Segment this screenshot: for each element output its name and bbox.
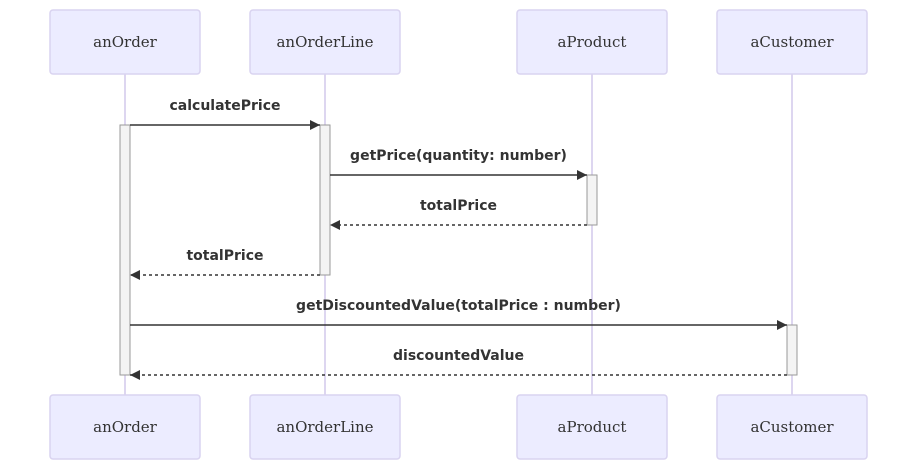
message-label-5: getDiscountedValue(totalPrice : number) bbox=[296, 298, 621, 314]
participant-aProduct-bottom: aProduct bbox=[516, 394, 668, 460]
participant-box bbox=[49, 394, 201, 460]
participant-label: aCustomer bbox=[750, 418, 834, 436]
message-label-4: totalPrice bbox=[186, 248, 263, 264]
message-label-3: totalPrice bbox=[420, 198, 497, 214]
participant-anOrder-top: anOrder bbox=[49, 9, 201, 75]
participant-box bbox=[716, 394, 868, 460]
activation-aProduct bbox=[586, 174, 598, 226]
participant-label: anOrderLine bbox=[276, 33, 373, 51]
participant-label: aProduct bbox=[558, 33, 627, 51]
message-label-1: calculatePrice bbox=[169, 98, 280, 114]
lifelines bbox=[124, 74, 793, 395]
message-label-6: discountedValue bbox=[393, 348, 524, 364]
activation-anOrderLine bbox=[319, 124, 331, 276]
participant-label: aCustomer bbox=[750, 33, 834, 51]
participant-aCustomer-top: aCustomer bbox=[716, 9, 868, 75]
participant-box bbox=[516, 9, 668, 75]
message-label-2: getPrice(quantity: number) bbox=[350, 148, 567, 164]
participant-label: anOrder bbox=[93, 33, 158, 51]
participant-label: anOrderLine bbox=[276, 418, 373, 436]
participants: anOrder anOrderLine aProduct aCustomer anOrd… bbox=[49, 9, 868, 460]
participant-box bbox=[516, 394, 668, 460]
participant-aCustomer-bottom: aCustomer bbox=[716, 394, 868, 460]
participant-aProduct-top: aProduct bbox=[516, 9, 668, 75]
participant-box bbox=[716, 9, 868, 75]
participant-anOrder-bottom: anOrder bbox=[49, 394, 201, 460]
activation-bars bbox=[119, 124, 798, 376]
participant-box bbox=[249, 394, 401, 460]
participant-box bbox=[249, 9, 401, 75]
participant-anOrderLine-bottom: anOrderLine bbox=[249, 394, 401, 460]
participant-label: anOrder bbox=[93, 418, 158, 436]
participant-anOrderLine-top: anOrderLine bbox=[249, 9, 401, 75]
activation-anOrder bbox=[119, 124, 131, 376]
participant-box bbox=[49, 9, 201, 75]
participant-label: aProduct bbox=[558, 418, 627, 436]
messages: calculatePrice getPrice(quantity: number)… bbox=[130, 98, 787, 380]
activation-aCustomer bbox=[786, 324, 798, 376]
